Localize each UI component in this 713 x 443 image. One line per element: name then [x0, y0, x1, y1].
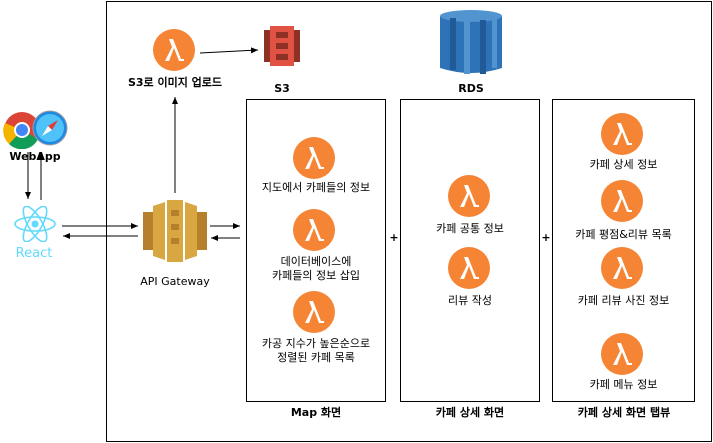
lambda-icon: [448, 175, 490, 217]
lambda-icon: [601, 333, 643, 375]
rds-label: RDS: [458, 82, 484, 95]
safari-icon: [32, 110, 68, 146]
chrome-icon: [3, 112, 40, 149]
s3-upload-label: S3로 이미지 업로드: [127, 76, 223, 89]
lambda-icon: [153, 29, 195, 71]
lambda-icon: [601, 180, 643, 222]
tab-function-label: 카페 평점&리뷰 목록: [575, 228, 672, 241]
map-function-label: 카공 지수가 높은순으로 정렬된 카페 목록: [261, 337, 371, 364]
map-function-label: 데이터베이스에 카페들의 정보 삽입: [272, 255, 360, 282]
react-icon: [14, 206, 56, 242]
tab-function-label: 카페 리뷰 사진 정보: [577, 294, 670, 307]
map-panel-title: Map 화면: [290, 406, 342, 419]
plus-sign: +: [389, 231, 399, 244]
lambda-icon: [293, 209, 335, 251]
detail-panel: [400, 99, 540, 402]
plus-sign: +: [541, 231, 551, 244]
tab-panel: [552, 99, 695, 402]
map-function-label: 지도에서 카페들의 정보: [261, 181, 371, 194]
tab-panel-title: 카페 상세 화면 탭뷰: [577, 406, 671, 419]
s3-label: S3: [274, 82, 290, 95]
s3-bucket-icon: [264, 26, 300, 66]
tab-function-label: 카페 메뉴 정보: [589, 378, 658, 391]
lambda-icon: [293, 291, 335, 333]
lambda-icon: [448, 247, 490, 289]
api-gateway-icon: [143, 200, 207, 262]
api-gateway-label: API Gateway: [140, 275, 210, 288]
rds-database-icon: [440, 10, 502, 74]
detail-function-label: 카페 공통 정보: [436, 222, 504, 235]
map-panel: [246, 99, 386, 402]
lambda-icon: [601, 247, 643, 289]
webapp-label: WebApp: [9, 150, 61, 163]
lambda-icon: [293, 137, 335, 179]
detail-function-label: 리뷰 작성: [448, 294, 492, 307]
lambda-icon: [601, 113, 643, 155]
react-label: React: [15, 246, 53, 261]
main-container: [106, 1, 712, 442]
detail-panel-title: 카페 상세 화면: [435, 406, 505, 419]
tab-function-label: 카페 상세 정보: [589, 158, 658, 171]
